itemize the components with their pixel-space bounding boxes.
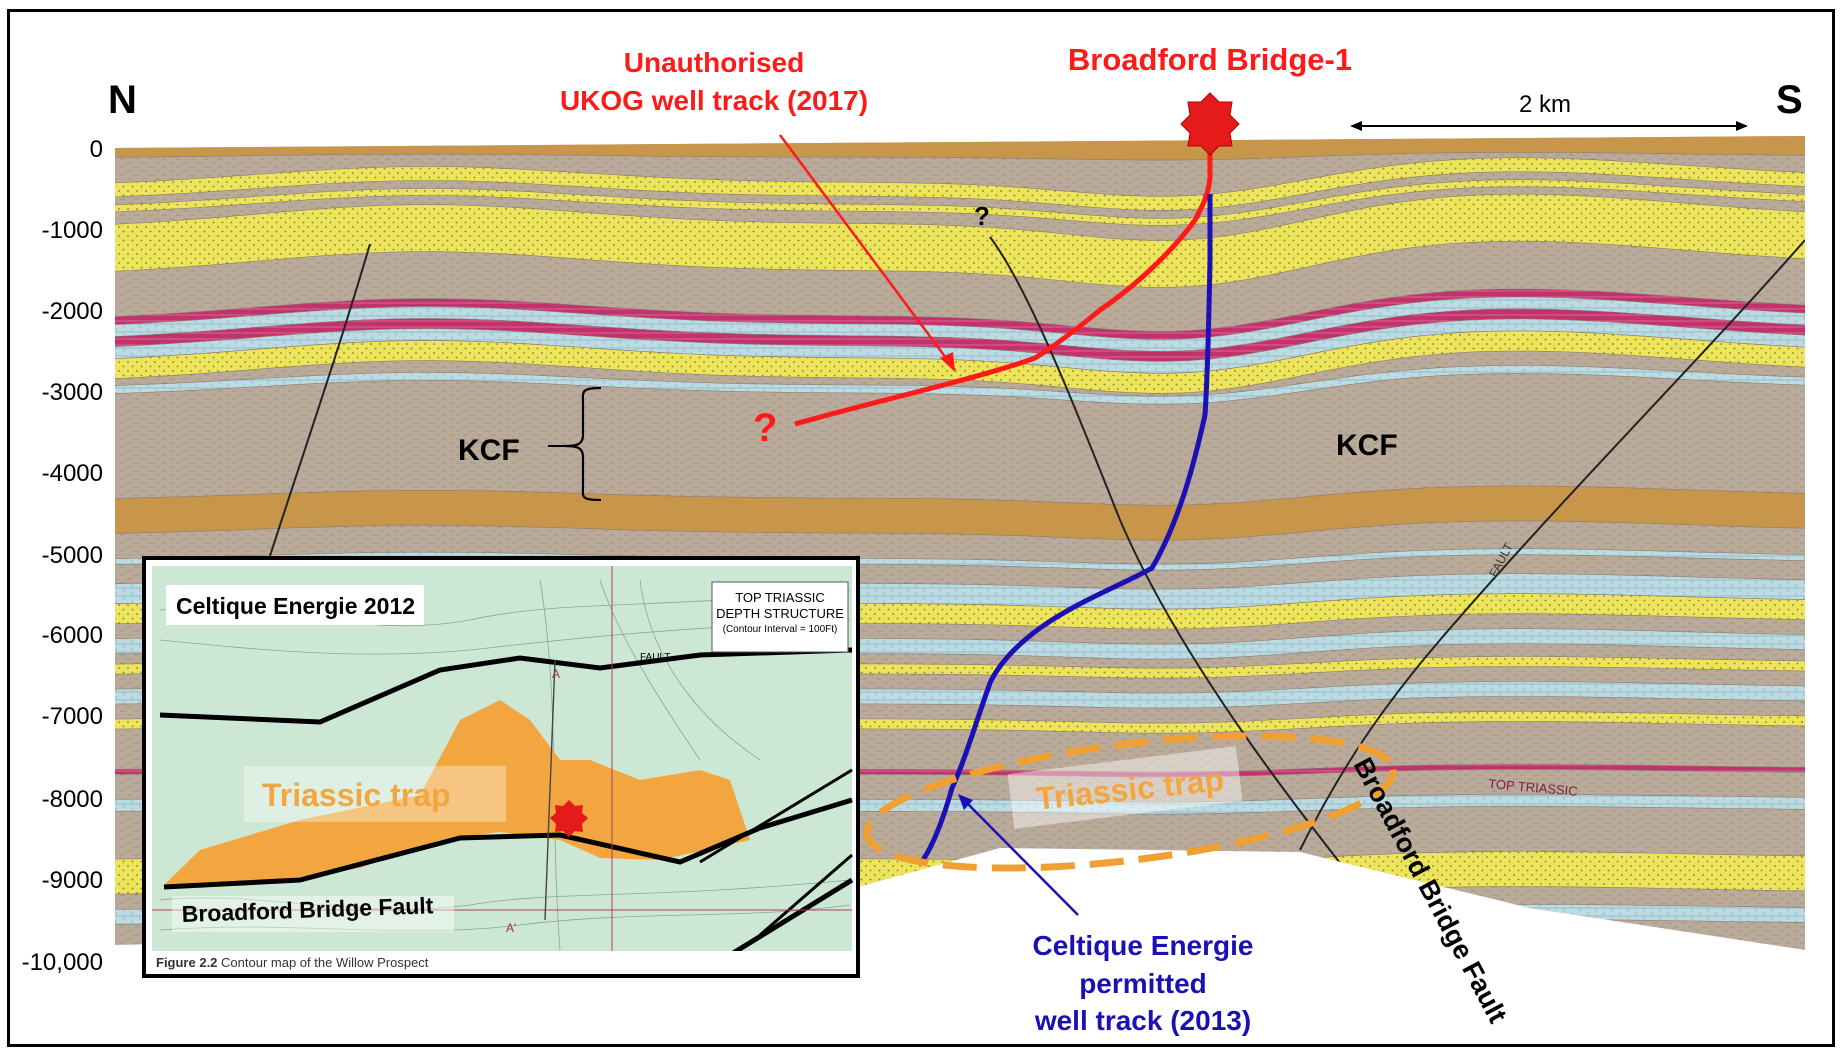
inset-legend-sub: (Contour Interval = 100Ft)	[723, 624, 838, 635]
inset-source-label: Celtique Energie 2012	[176, 593, 415, 619]
sandstone-layer	[115, 193, 1805, 288]
inset-section-a: A	[552, 667, 560, 681]
triassic-trap-ellipse	[863, 732, 1397, 872]
depth-tick: -3000	[42, 379, 103, 406]
celtique-label-line2: permitted	[1079, 968, 1207, 999]
fault-line	[989, 236, 1461, 950]
celtique-arrow	[958, 794, 1079, 916]
sandstone-layer	[115, 179, 1805, 226]
inset-fault-small: FAULT	[640, 652, 670, 663]
inset-legend-title-2: DEPTH STRUCTURE	[716, 606, 844, 621]
well-head-star	[1180, 92, 1240, 156]
celtique-label-line1: Celtique Energie	[1033, 930, 1254, 961]
kcf-label-left: KCF	[458, 434, 520, 467]
south-label: S	[1776, 78, 1803, 122]
depth-axis: 0 -1000 -2000 -3000 -4000 -5000 -6000 -7…	[22, 136, 103, 976]
limestone-layer	[115, 365, 1805, 405]
scale-bar	[1350, 121, 1748, 131]
top-triassic-label: TOP TRIASSIC	[1488, 776, 1579, 799]
depth-tick: -7000	[42, 703, 103, 730]
depth-tick: -2000	[42, 298, 103, 325]
inset-legend-title-1: TOP TRIASSIC	[735, 590, 825, 605]
depth-tick: -10,000	[22, 949, 103, 976]
inset-section-a2: A'	[506, 921, 516, 935]
inset-caption: Figure 2.2 Contour map of the Willow Pro…	[156, 955, 429, 970]
inset-caption-text: Contour map of the Willow Prospect	[221, 955, 429, 970]
depth-tick: -5000	[42, 542, 103, 569]
depth-tick: -4000	[42, 460, 103, 487]
celtique-well-track	[920, 194, 1213, 862]
ukog-label-line1: Unauthorised	[624, 47, 804, 78]
depth-tick: -6000	[42, 622, 103, 649]
well-title: Broadford Bridge-1	[1068, 42, 1352, 77]
depth-tick: 0	[90, 136, 103, 163]
scale-bar-label: 2 km	[1519, 91, 1571, 118]
fault-line	[1299, 239, 1805, 851]
ukog-arrow	[778, 134, 957, 372]
celtique-label-line3: well track (2013)	[1034, 1005, 1251, 1036]
question-mark-black: ?	[974, 201, 990, 231]
inset-trap-label: Triassic trap	[262, 777, 451, 813]
ukog-label-line2: UKOG well track (2017)	[560, 85, 868, 116]
kcf-label-right: KCF	[1336, 429, 1398, 462]
fault-name-label: Broadford Bridge Fault	[1348, 753, 1513, 1028]
ukog-well-track	[794, 148, 1213, 427]
depth-tick: -9000	[42, 867, 103, 894]
question-mark-red: ?	[753, 406, 777, 450]
sandstone-layer	[115, 157, 1805, 211]
inset-caption-bold: Figure 2.2	[156, 955, 217, 970]
shale-layer	[115, 485, 1805, 541]
depth-tick: -8000	[42, 786, 103, 813]
depth-tick: -1000	[42, 217, 103, 244]
north-label: N	[108, 78, 137, 122]
inset-fault-label: Broadford Bridge Fault	[181, 892, 434, 927]
fault-small-label: FAULT	[1486, 540, 1516, 579]
figure-frame	[7, 9, 1835, 1047]
sandstone-layer	[115, 330, 1805, 394]
triassic-trap-label: Triassic trap	[1034, 761, 1225, 817]
